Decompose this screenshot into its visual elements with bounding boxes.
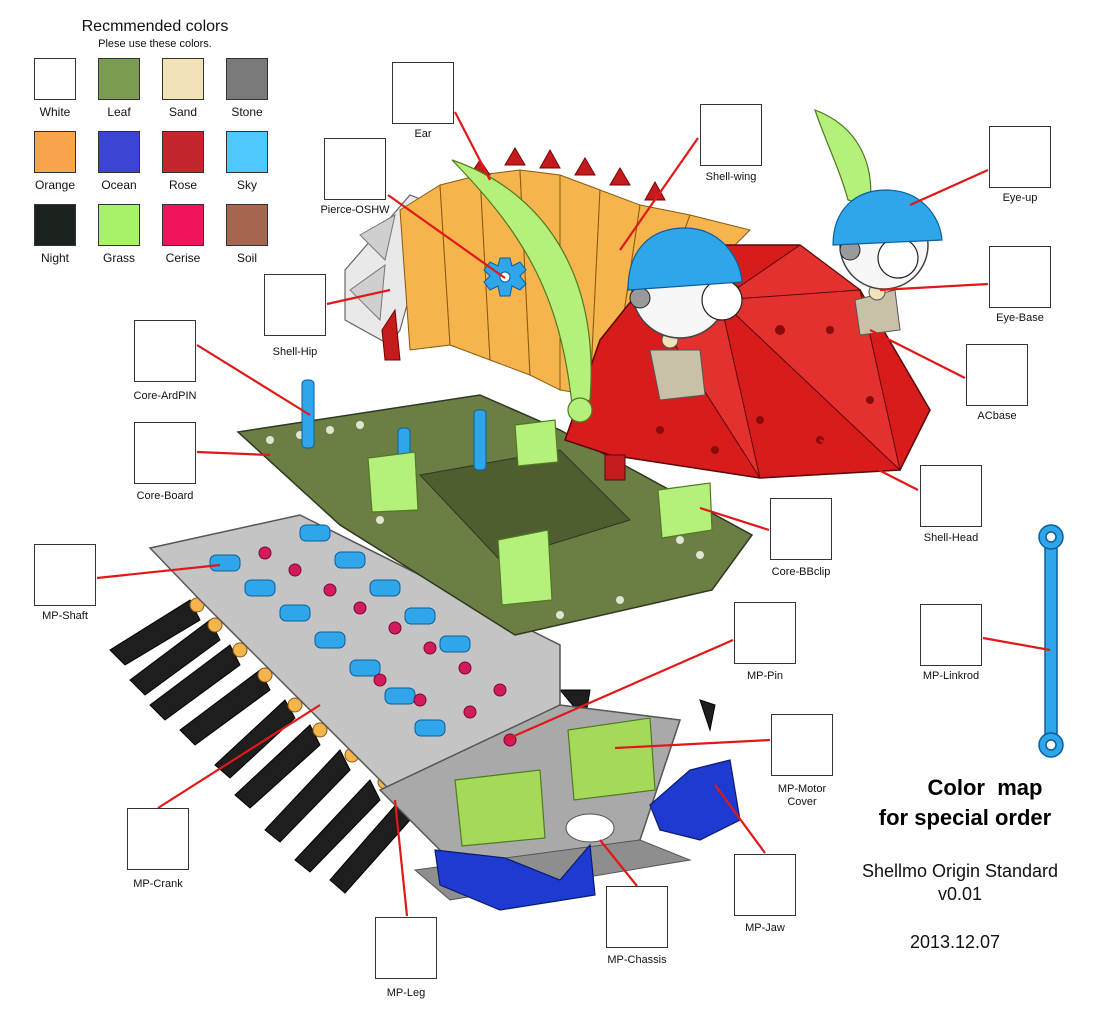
part-box-mp-jaw [734,854,796,916]
part-box-mp-chassis [606,886,668,948]
part-box-core-board [134,422,196,484]
part-box-pierce-oshw [324,138,386,200]
part-box-acbase [966,344,1028,406]
part-label-mp-shaft: MP-Shaft [42,610,88,622]
core-bbclip-illustration [367,419,713,606]
swatch-stone [226,58,268,100]
part-label-mp-linkrod: MP-Linkrod [922,670,980,682]
mp-pin-illustration [258,546,517,747]
part-box-shell-wing [700,104,762,166]
mp-shaft-illustration [209,524,471,737]
swatch-label: Soil [236,251,257,265]
ear-illustration [451,108,872,423]
part-label-mp-leg: MP-Leg [386,987,426,999]
mp-motor-cover-illustration [454,717,656,847]
mp-jaw-illustration [434,759,741,911]
product-name: Shellmo Origin Standard [861,861,1059,881]
part-label-eye-base: Eye-Base [996,312,1044,324]
part-box-mp-crank [127,808,189,870]
part-box-eye-base [989,246,1051,308]
part-box-mp-pin [734,602,796,664]
mp-leg-illustration [109,599,716,894]
palette-title: Recmmended colors [81,18,229,35]
swatch-label: Night [40,251,69,265]
swatch-sand [162,58,204,100]
swatch-night [34,204,76,246]
part-label-mp-pin: MP-Pin [746,670,784,682]
swatch-rose [162,131,204,173]
swatch-label: Ocean [101,178,137,192]
part-label-shell-hip: Shell-Hip [272,346,318,358]
palette-subtitle: Plese use these colors. [98,38,212,50]
product-version: v0.01 [937,884,983,904]
part-box-shell-head [920,465,982,527]
part-label-core-ardpin: Core-ArdPIN [133,390,197,402]
leader-lines [96,111,1051,917]
part-label-acbase: ACbase [977,410,1017,422]
swatch-soil [226,204,268,246]
part-box-mp-linkrod [920,604,982,666]
part-label-shell-head: Shell-Head [923,532,979,544]
swatch-leaf [98,58,140,100]
shell-spikes-illustration [469,147,666,201]
part-label-pierce-oshw: Pierce-OSHW [320,204,390,216]
swatch-label: Rose [168,178,197,192]
part-box-mp-motor-cover [771,714,833,776]
part-box-core-bbclip [770,498,832,560]
part-label-mp-jaw: MP-Jaw [745,922,785,934]
part-box-eye-up [989,126,1051,188]
swatch-label: Leaf [107,105,131,119]
part-label-ear: Ear [414,128,432,140]
swatch-orange [34,131,76,173]
swatch-cerise [162,204,204,246]
part-label-core-board: Core-Board [136,490,194,502]
mp-linkrod-illustration [1038,524,1064,758]
part-label-shell-wing: Shell-wing [705,171,757,183]
document-date: 2013.12.07 [909,932,1001,952]
swatch-label: Sky [236,178,257,192]
part-box-shell-hip [264,274,326,336]
part-label-mp-crank: MP-Crank [133,878,183,890]
swatch-label: Grass [102,251,135,265]
swatch-ocean [98,131,140,173]
part-box-core-ardpin [134,320,196,382]
part-label-core-bbclip: Core-BBclip [771,566,831,578]
part-box-mp-shaft [34,544,96,606]
part-box-mp-leg [375,917,437,979]
swatch-label: Stone [231,105,263,119]
swatch-label: Orange [34,178,76,192]
swatch-grass [98,204,140,246]
swatch-sky [226,131,268,173]
swatch-white [34,58,76,100]
swatch-label: White [39,105,71,119]
part-label-eye-up: Eye-up [1002,192,1038,204]
part-label-mp-chassis: MP-Chassis [607,954,667,966]
part-box-ear [392,62,454,124]
heading-line-2: for special order [878,805,1052,830]
part-label-mp-motor-cover: MP-Motor Cover [777,783,827,808]
swatch-label: Sand [168,105,198,119]
swatch-label: Cerise [165,251,201,265]
heading-line-1: Color map [927,775,1043,800]
